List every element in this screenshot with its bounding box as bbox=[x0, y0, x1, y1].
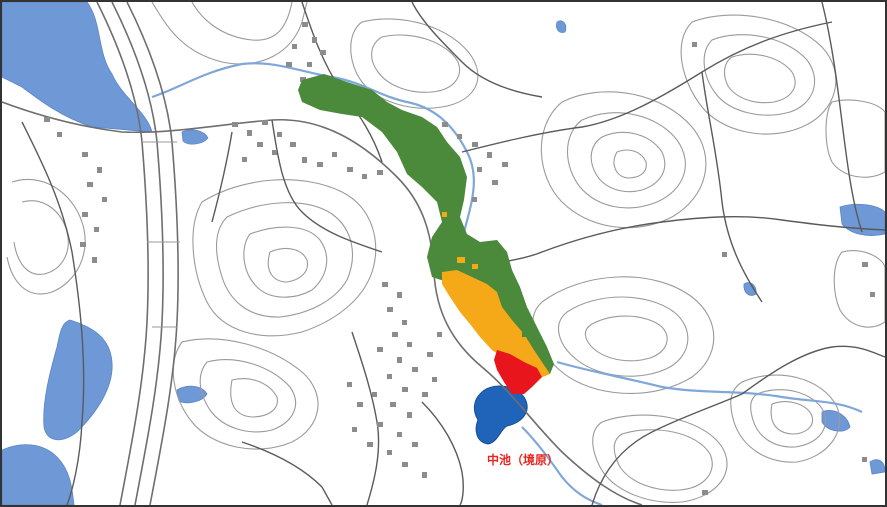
rivers bbox=[151, 62, 863, 505]
pond-label: 中池（境原） bbox=[487, 452, 559, 467]
pond-top-small bbox=[556, 20, 567, 33]
zone-high-depth bbox=[494, 350, 542, 394]
pond-right-lower bbox=[821, 410, 851, 432]
pond-small-left bbox=[176, 385, 208, 404]
naka-ike-pond bbox=[473, 385, 528, 445]
pond-small-upper bbox=[181, 129, 209, 145]
reservoir-top-left bbox=[2, 2, 153, 133]
pond-bottom-right bbox=[869, 459, 885, 475]
reservoir-left-middle bbox=[43, 319, 113, 441]
buildings bbox=[44, 22, 875, 495]
pond-right-upper bbox=[839, 203, 885, 236]
zone-medium-depth bbox=[442, 270, 550, 378]
reservoir-bottom-left bbox=[2, 444, 75, 505]
inundation-zones bbox=[298, 74, 554, 394]
expressway bbox=[96, 2, 180, 505]
contour-lines bbox=[6, 2, 885, 503]
